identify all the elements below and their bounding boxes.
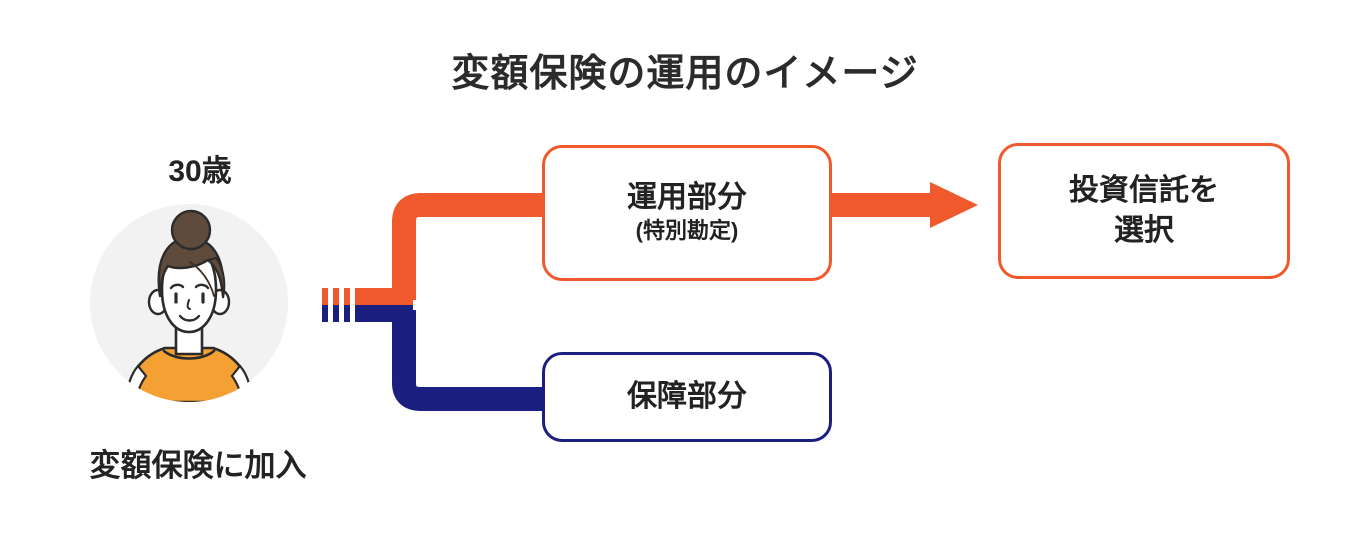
split-branch-icon	[322, 288, 350, 322]
avatar	[90, 204, 288, 402]
node-protection-label: 保障部分	[627, 380, 747, 414]
node-trust[interactable]: 投資信託を 選択	[998, 143, 1290, 279]
age-label: 30歳	[168, 155, 232, 188]
node-investment[interactable]: 運用部分 (特別勘定)	[542, 145, 832, 281]
node-trust-label-line2: 選択	[1114, 214, 1174, 247]
node-investment-sublabel: (特別勘定)	[635, 218, 739, 244]
woman-avatar-icon	[124, 209, 254, 402]
node-protection[interactable]: 保障部分	[542, 352, 832, 442]
protection-branch	[355, 305, 560, 411]
page-title: 変額保険の運用のイメージ	[451, 53, 919, 95]
node-trust-label-line1: 投資信託を	[1069, 174, 1219, 208]
arrow-right-icon	[930, 182, 978, 228]
enrollment-caption: 変額保険に加入	[89, 448, 307, 483]
node-investment-label: 運用部分	[627, 181, 747, 214]
